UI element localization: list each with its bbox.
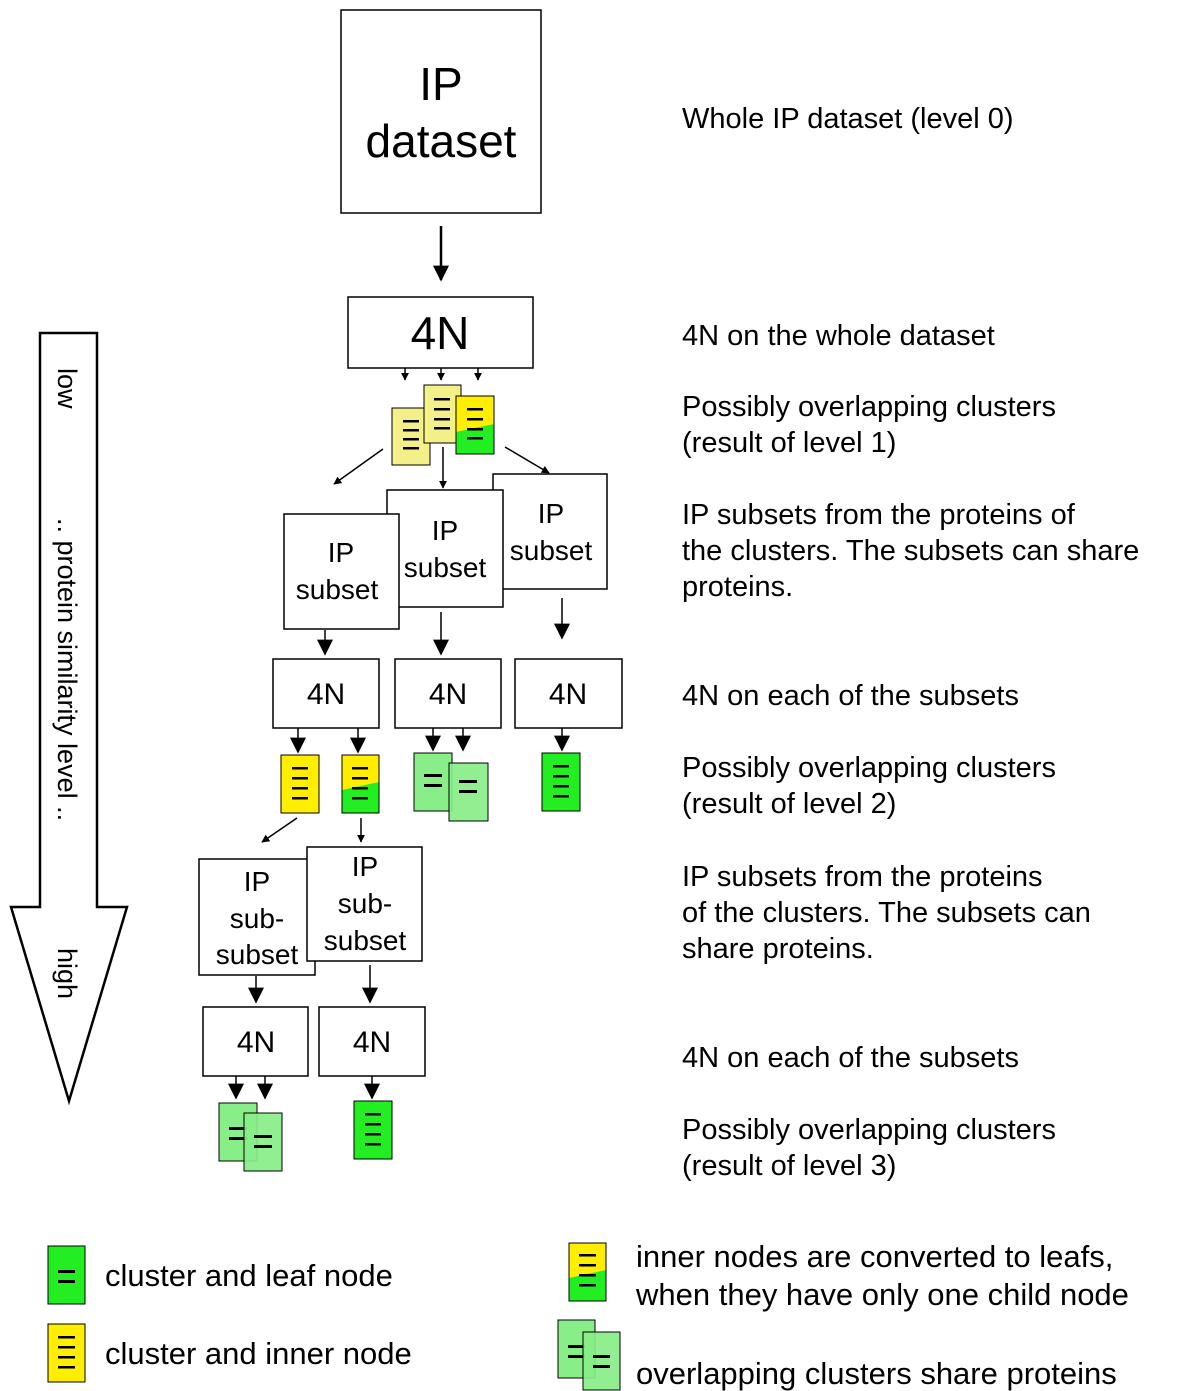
- legend-leaf-label: cluster and leaf node: [105, 1258, 393, 1293]
- ip-subset-right-box: IP subset: [492, 473, 608, 590]
- ip-subset-middle-line1: IP: [432, 515, 458, 546]
- ip-dataset-label-line2: dataset: [366, 115, 517, 167]
- desc-level0: Whole IP dataset (level 0): [682, 103, 1014, 135]
- desc-clusters-l3-line1: Possibly overlapping clusters: [682, 1114, 1056, 1146]
- legend-converted-label-line1: inner nodes are converted to leafs,: [636, 1239, 1113, 1274]
- cluster-leaf-node: [541, 752, 581, 812]
- ip-subset-right-line1: IP: [538, 498, 564, 529]
- flow-arrow: [261, 817, 298, 843]
- four-n-l3-right-box: 4N: [318, 1006, 426, 1077]
- desc-4n-whole: 4N on the whole dataset: [682, 320, 995, 352]
- desc-clusters-l1-line2: (result of level 1): [682, 427, 896, 459]
- ip-subset-left-box: IP subset: [283, 513, 400, 630]
- desc-subsets-l2-line3: share proteins.: [682, 933, 874, 965]
- cluster-inner-to-leaf: [341, 754, 380, 814]
- cluster-inner-node: [280, 754, 320, 814]
- arrow-label-low: low: [52, 368, 82, 409]
- four-n-l3-left-box: 4N: [202, 1006, 309, 1077]
- four-n-l2-left-box: 4N: [272, 658, 380, 729]
- ip-subsubset-right-box: IP sub- subset: [306, 846, 423, 962]
- four-n-l2-middle-box: 4N: [394, 658, 502, 729]
- four-n-l2-right-box: 4N: [514, 658, 623, 729]
- desc-clusters-l3-line2: (result of level 3): [682, 1150, 896, 1182]
- desc-clusters-l1-line1: Possibly overlapping clusters: [682, 391, 1056, 423]
- ip-subsubset-left-line1: IP: [244, 866, 270, 897]
- cluster-inner-to-leaf: [455, 395, 495, 455]
- similarity-level-arrow: low .. protein similarity level .. high: [9, 331, 129, 1106]
- desc-subsets-l2-line1: IP subsets from the proteins: [682, 861, 1043, 893]
- legend-converted-icon: [568, 1242, 607, 1302]
- ip-subset-right-line2: subset: [510, 535, 593, 566]
- cluster-inner-node: [391, 407, 431, 466]
- ip-subset-left-line2: subset: [296, 574, 379, 605]
- desc-clusters-l2-line2: (result of level 2): [682, 788, 896, 820]
- ip-subset-left-line1: IP: [328, 537, 354, 568]
- ip-subsubset-right-line1: IP: [352, 851, 378, 882]
- ip-subsubset-left-line2: sub-: [230, 903, 284, 934]
- desc-4n-each-2: 4N on each of the subsets: [682, 1042, 1019, 1074]
- ip-subset-middle-box: IP subset: [386, 489, 504, 608]
- cluster-leaf-node: [353, 1100, 393, 1160]
- legend-overlap-label: overlapping clusters share proteins: [636, 1356, 1117, 1391]
- four-n-l2-middle-label: 4N: [429, 678, 467, 711]
- four-n-l2-right-label: 4N: [549, 678, 587, 711]
- ip-subsubset-right-line2: sub-: [338, 888, 392, 919]
- arrow-label-high: high: [52, 948, 82, 999]
- four-n-l2-left-label: 4N: [307, 678, 345, 711]
- overlapping-clusters: [218, 1102, 283, 1172]
- ip-subsubset-left-box: IP sub- subset: [198, 858, 316, 976]
- descriptions: Whole IP dataset (level 0) 4N on the who…: [682, 103, 1139, 1182]
- cluster-group-level1: [391, 384, 495, 466]
- desc-clusters-l2-line1: Possibly overlapping clusters: [682, 752, 1056, 784]
- desc-subsets-l1-line3: proteins.: [682, 571, 793, 603]
- desc-subsets-l1-line2: the clusters. The subsets can share: [682, 535, 1139, 567]
- flow-arrow: [504, 446, 550, 474]
- four-n-l3-left-label: 4N: [237, 1026, 275, 1059]
- desc-subsets-l2-line2: of the clusters. The subsets can: [682, 897, 1091, 929]
- legend: cluster and leaf node cluster and inner …: [47, 1239, 1129, 1391]
- legend-leaf-icon: [47, 1245, 86, 1305]
- four-n-main-label: 4N: [411, 307, 470, 359]
- desc-4n-each-1: 4N on each of the subsets: [682, 680, 1019, 712]
- ip-dataset-label-line1: IP: [419, 58, 462, 110]
- four-n-main-box: 4N: [347, 296, 534, 369]
- desc-subsets-l1-line1: IP subsets from the proteins of: [682, 499, 1076, 531]
- flow-arrow: [333, 448, 384, 485]
- ip-dataset-box: IP dataset: [340, 9, 542, 214]
- legend-inner-label: cluster and inner node: [105, 1336, 412, 1371]
- cluster-inner-node: [423, 384, 462, 444]
- ip-subsubset-left-line3: subset: [216, 939, 299, 970]
- four-n-l3-right-label: 4N: [353, 1026, 391, 1059]
- ip-subsubset-right-line3: subset: [324, 925, 407, 956]
- legend-inner-icon: [47, 1323, 86, 1383]
- arrow-label-middle: .. protein similarity level ..: [52, 518, 82, 821]
- ip-subset-middle-line2: subset: [404, 552, 487, 583]
- overlapping-clusters: [413, 752, 489, 822]
- legend-overlap-icon: [557, 1319, 621, 1391]
- legend-converted-label-line2: when they have only one child node: [635, 1277, 1129, 1312]
